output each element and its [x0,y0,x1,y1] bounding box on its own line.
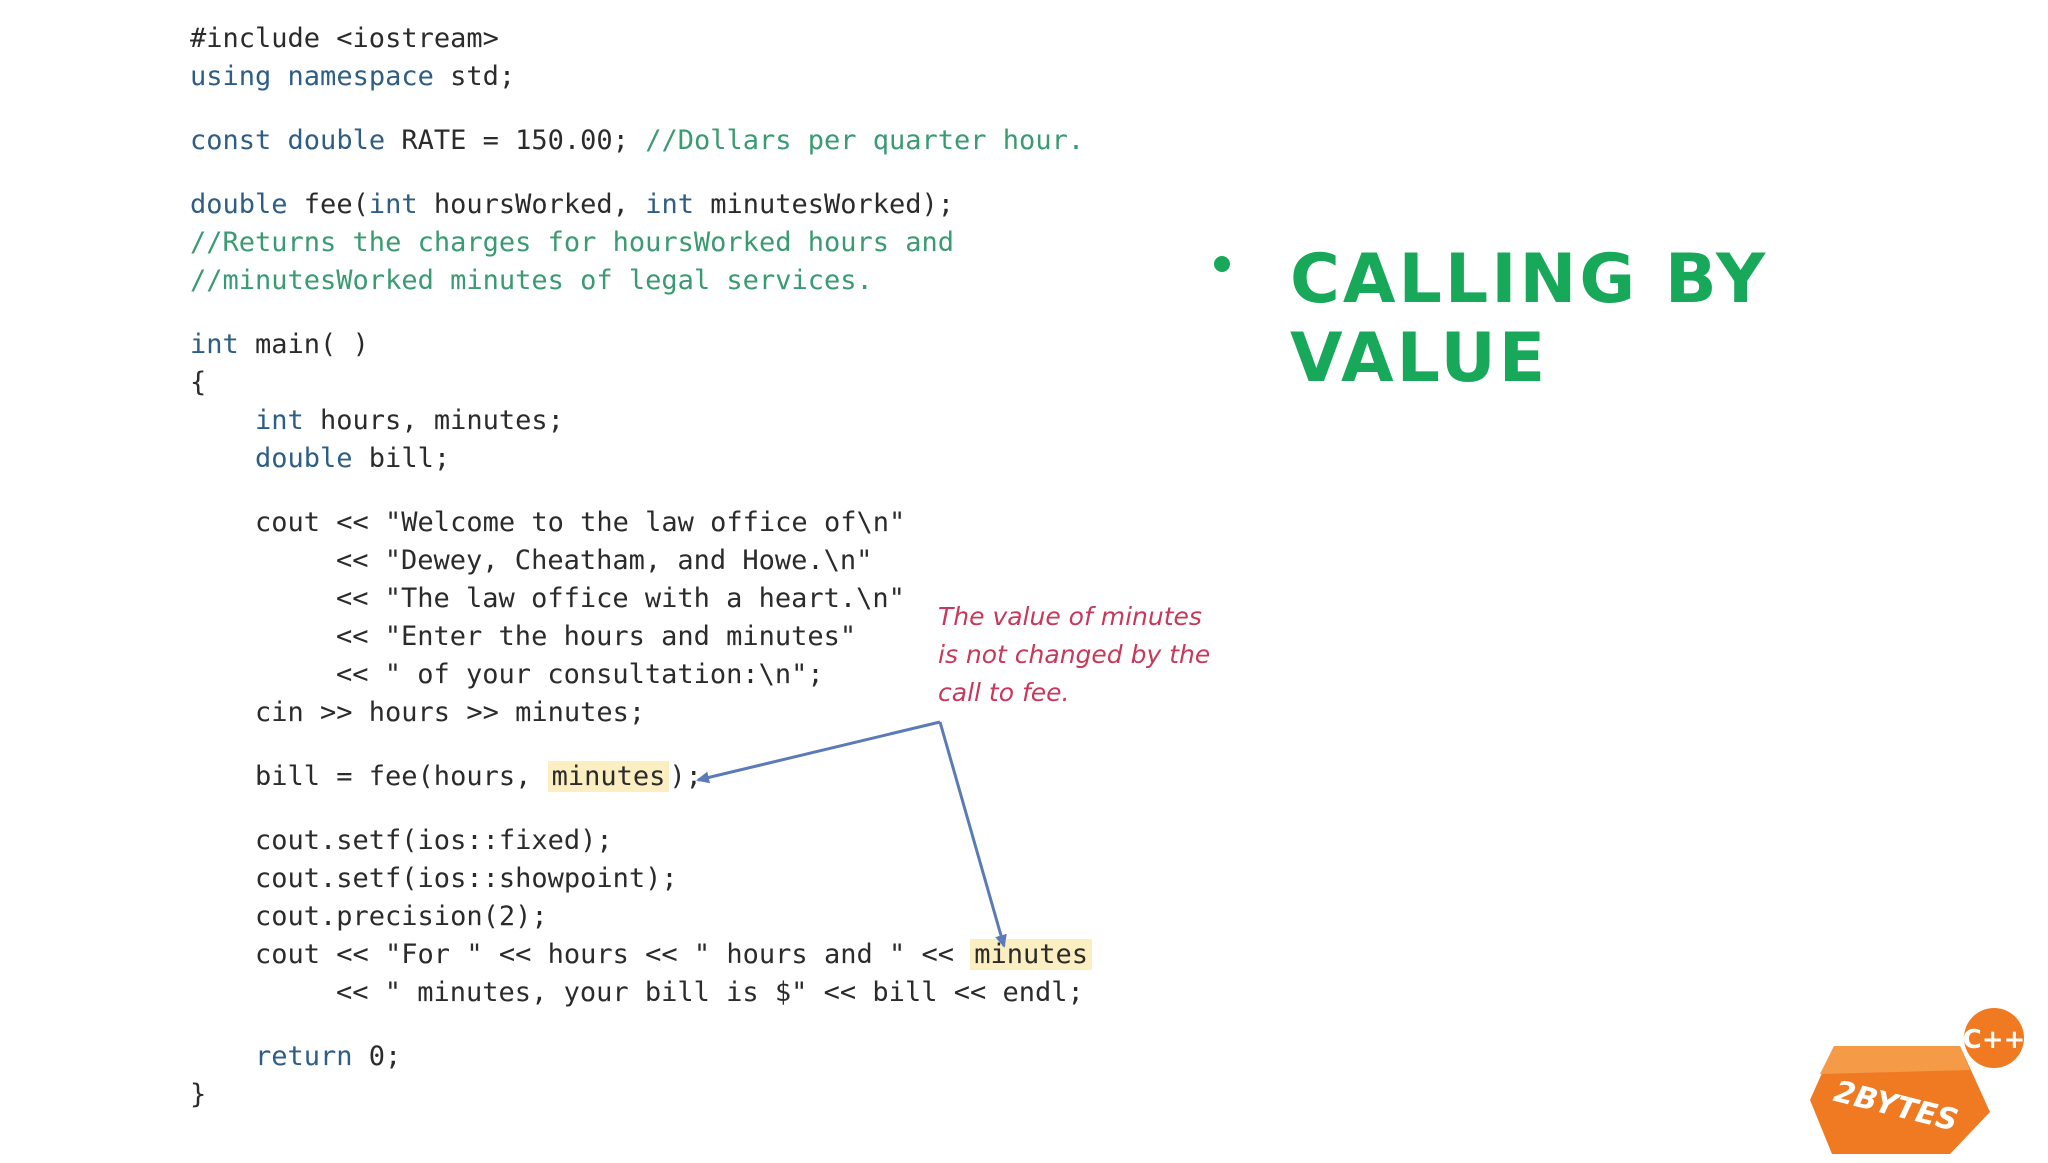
code-line-const: const double RATE = 150.00; //Dollars pe… [190,125,1085,156]
code-line-setf-fixed: cout.setf(ios::fixed); [255,825,613,856]
code-line-int-decl: int hours, minutes; [255,405,564,436]
code-line-bill-call: bill = fee(hours, minutes); [255,761,702,792]
bullet-icon [1204,246,1240,282]
code-line-cout-welcome: cout << "Welcome to the law office of\n" [255,507,906,538]
slide-title: CALLING BY VALUE [1290,240,1769,398]
code-line-precision: cout.precision(2); [255,901,548,932]
code-line-fee-decl: double fee(int hoursWorked, int minutesW… [190,189,955,220]
code-line-double-decl: double bill; [255,443,451,474]
code-line-setf-showpoint: cout.setf(ios::showpoint); [255,863,678,894]
arrow-to-output-minutes [938,721,1007,948]
code-comment-returns: //Returns the charges for hoursWorked ho… [190,227,955,258]
code-line-include: #include <iostream> [190,23,499,54]
code-line-main: int main( ) [190,329,369,360]
highlight-minutes-output: minutes [970,939,1093,970]
code-line-cout-for: cout << "For " << hours << " hours and "… [255,936,1093,974]
highlight-minutes-argument: minutes [547,761,670,792]
code-line-bill-output: << " minutes, your bill is $" << bill <<… [336,977,1084,1008]
code-line-open-brace: { [190,367,207,398]
code-line-cin: cin >> hours >> minutes; [255,697,646,728]
code-line-consultation: << " of your consultation:\n"; [336,659,824,690]
code-line-return: return 0; [255,1041,402,1072]
annotation-note: The value of minutes is not changed by t… [938,602,1211,707]
code-comment-minutes: //minutesWorked minutes of legal service… [190,265,873,296]
code-line-using: using namespace std; [190,61,516,92]
arrow-to-fee-call [696,720,941,784]
svg-text:C++: C++ [1963,1025,2026,1055]
code-line-enter: << "Enter the hours and minutes" [336,621,857,652]
code-line-dewey: << "Dewey, Cheatham, and Howe.\n" [336,545,873,576]
code-line-heart: << "The law office with a heart.\n" [336,583,905,614]
2bytes-logo-icon: 2BYTES C++ [1810,1008,2026,1154]
code-line-close-brace: } [190,1079,207,1110]
